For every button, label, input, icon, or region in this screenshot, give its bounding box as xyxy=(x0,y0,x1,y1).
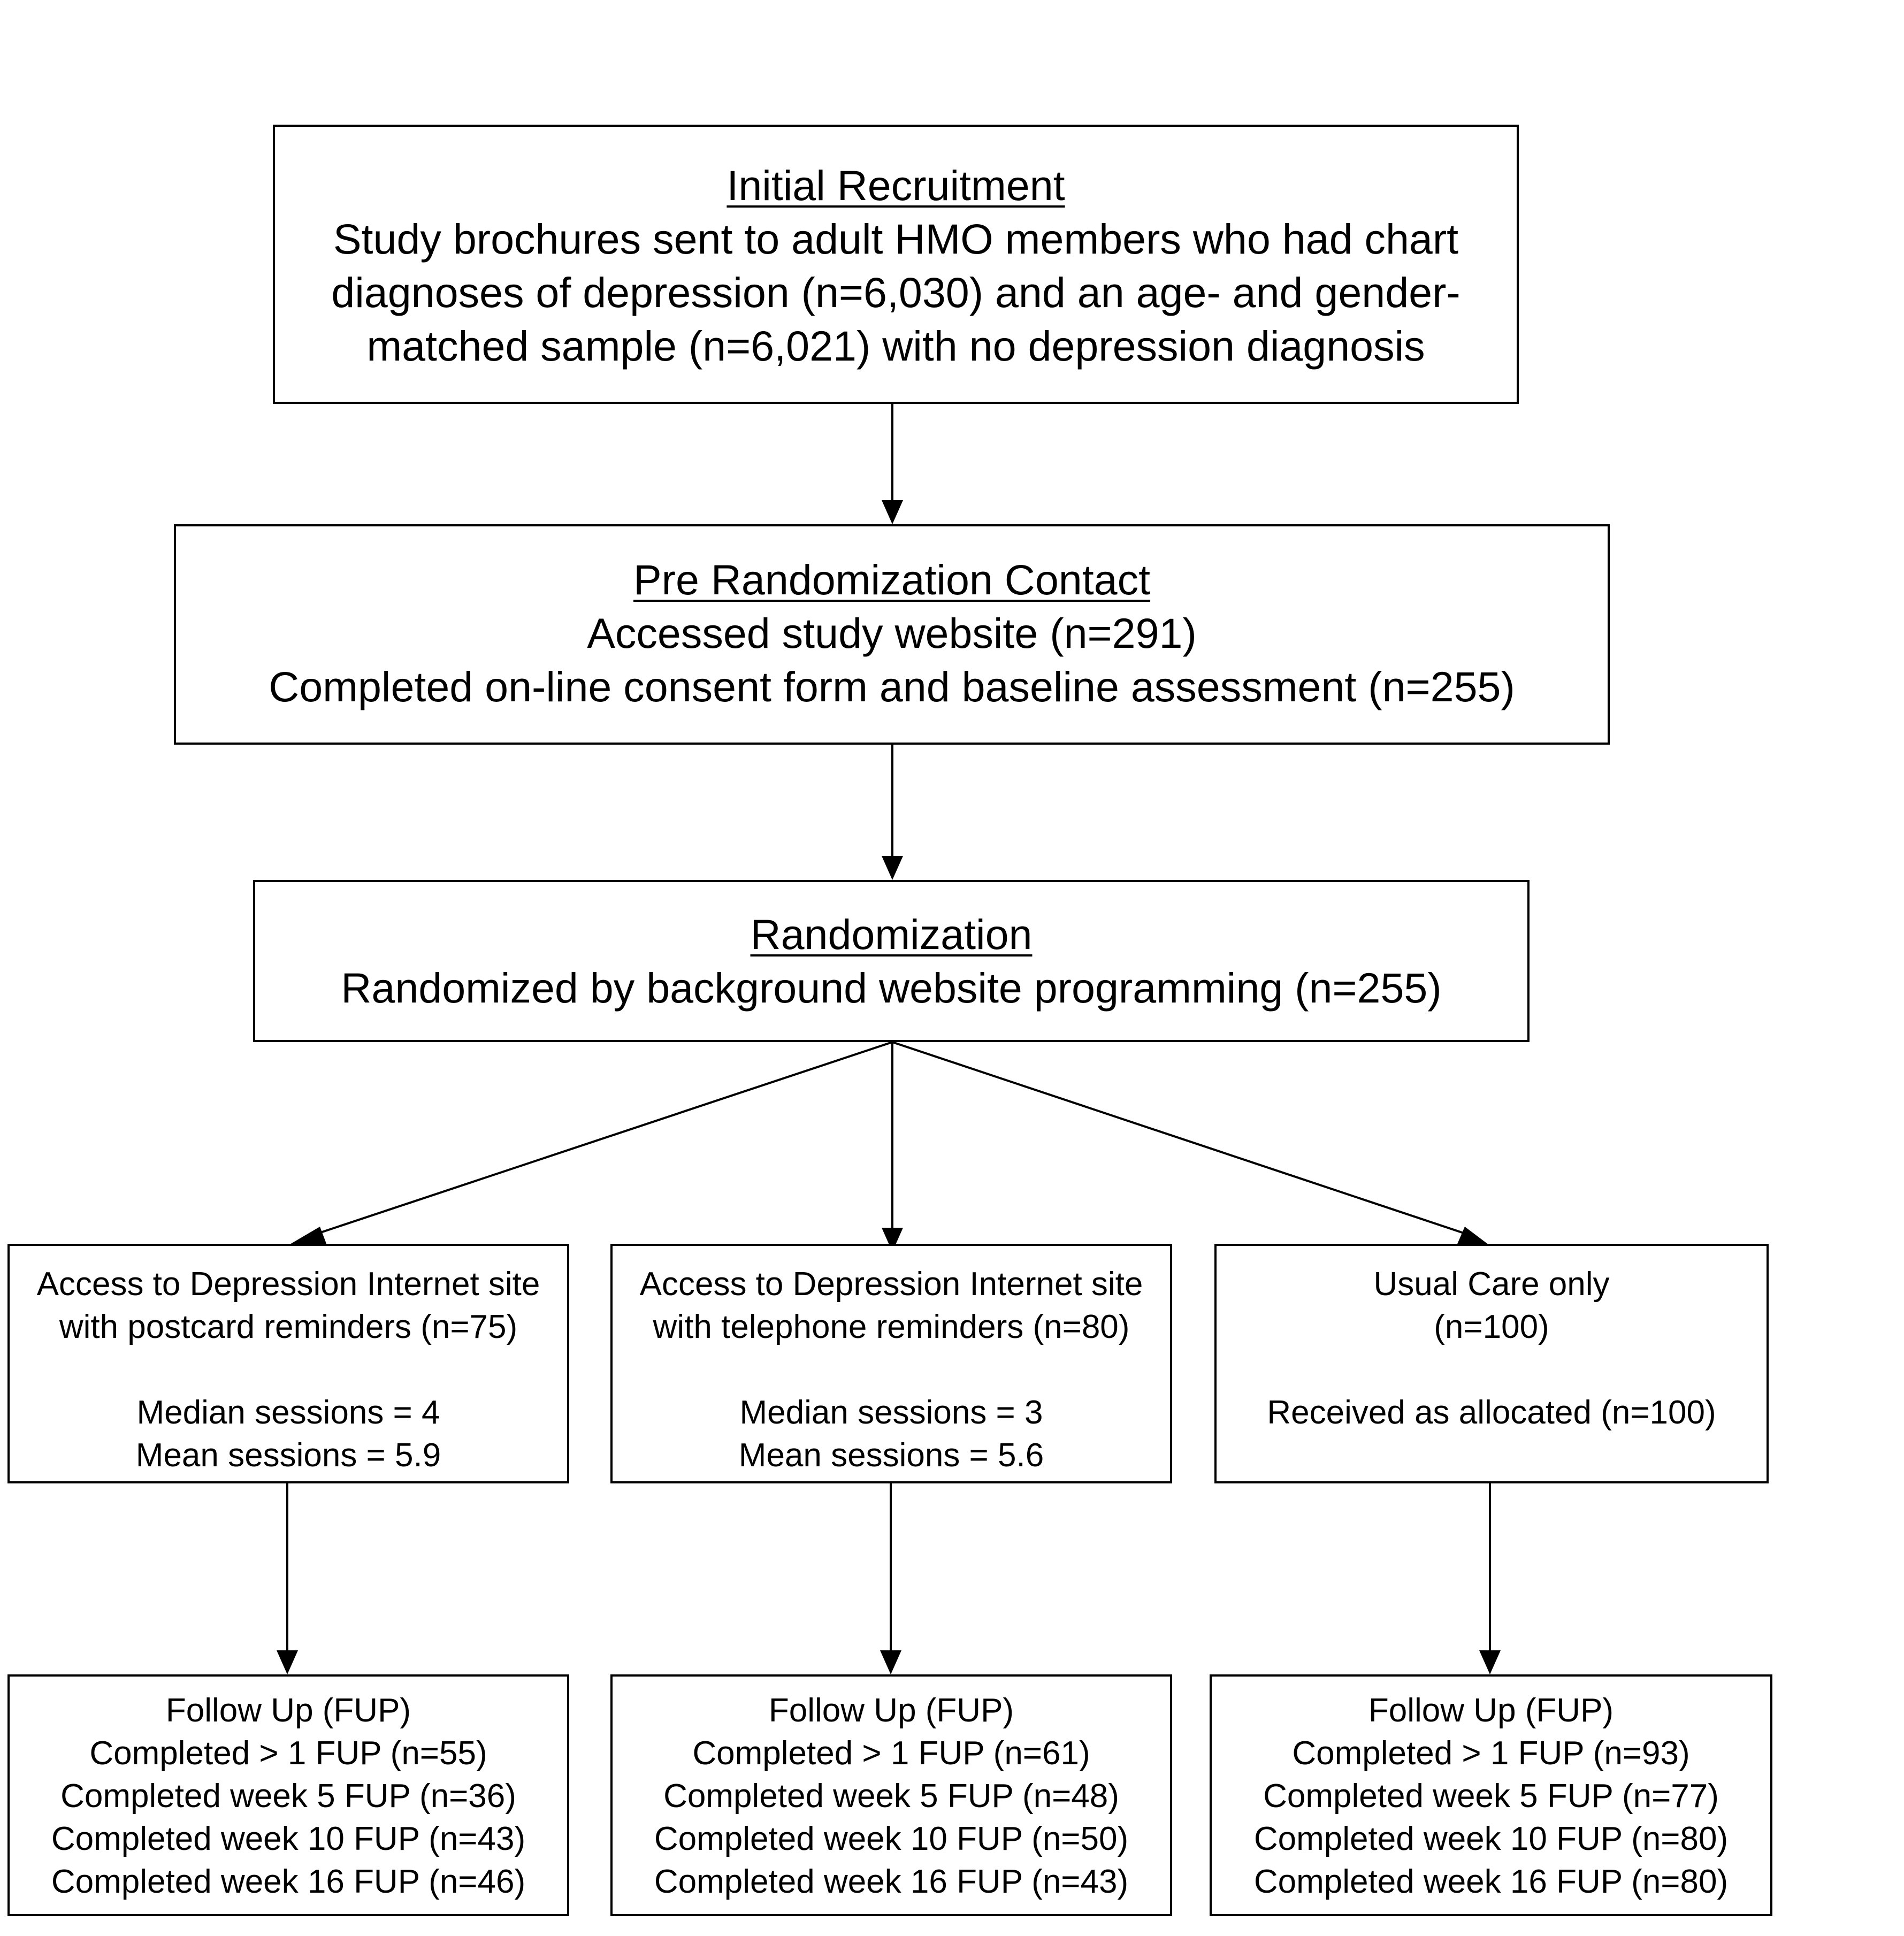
arm-line: (n=100) xyxy=(1434,1308,1549,1345)
arm-box-postcard: Access to Depression Internet site with … xyxy=(7,1244,569,1483)
followup-line: Completed week 16 FUP (n=46) xyxy=(51,1863,526,1900)
arrowhead xyxy=(882,500,903,524)
arm-line: Access to Depression Internet site xyxy=(639,1266,1143,1303)
arm-detail: Mean sessions = 5.6 xyxy=(738,1437,1044,1474)
arm-line: Usual Care only xyxy=(1373,1266,1610,1303)
followup-line: Completed > 1 FUP (n=61) xyxy=(692,1735,1090,1772)
followup-line: Completed > 1 FUP (n=93) xyxy=(1292,1735,1690,1772)
followup-line: Completed week 10 FUP (n=80) xyxy=(1253,1820,1729,1857)
arm-detail: Received as allocated (n=100) xyxy=(1267,1394,1716,1431)
arrowhead xyxy=(1456,1227,1491,1246)
initial-recruitment-line: matched sample (n=6,021) with no depress… xyxy=(366,322,1425,370)
arrowhead xyxy=(286,1227,327,1246)
arrowhead xyxy=(880,1650,901,1674)
arm-box-telephone: Access to Depression Internet site with … xyxy=(610,1244,1172,1483)
arm-detail: Median sessions = 4 xyxy=(136,1394,440,1431)
initial-recruitment-box: Initial Recruitment Study brochures sent… xyxy=(273,125,1519,404)
arrow-randomization-to-arm-3 xyxy=(892,1041,1469,1236)
arrowhead xyxy=(882,856,903,880)
pre-randomization-box: Pre Randomization Contact Accessed study… xyxy=(174,524,1610,745)
arm-detail: Median sessions = 3 xyxy=(739,1394,1043,1431)
initial-recruitment-line: Study brochures sent to adult HMO member… xyxy=(333,215,1459,263)
pre-randomization-heading: Pre Randomization Contact xyxy=(633,556,1151,603)
initial-recruitment-heading: Initial Recruitment xyxy=(727,162,1065,209)
followup-title: Follow Up (FUP) xyxy=(768,1692,1014,1729)
randomization-heading: Randomization xyxy=(750,910,1033,958)
followup-line: Completed week 5 FUP (n=36) xyxy=(60,1778,516,1815)
randomization-line: Randomized by background website program… xyxy=(341,964,1442,1012)
randomization-box: Randomization Randomized by background w… xyxy=(253,880,1530,1042)
arm-line: Access to Depression Internet site xyxy=(36,1266,540,1303)
followup-line: Completed week 10 FUP (n=43) xyxy=(51,1820,526,1857)
arm-line: with postcard reminders (n=75) xyxy=(59,1308,518,1345)
arrowhead xyxy=(277,1650,298,1674)
followup-line: Completed week 5 FUP (n=77) xyxy=(1263,1778,1719,1815)
pre-randomization-line: Accessed study website (n=291) xyxy=(587,609,1197,657)
followup-box-telephone: Follow Up (FUP) Completed > 1 FUP (n=61)… xyxy=(610,1674,1172,1916)
arrowhead xyxy=(882,1228,903,1252)
followup-line: Completed week 10 FUP (n=50) xyxy=(654,1820,1129,1857)
arrow-randomization-to-arm-1 xyxy=(313,1041,893,1236)
followup-title: Follow Up (FUP) xyxy=(1368,1692,1614,1729)
followup-line: Completed week 16 FUP (n=80) xyxy=(1253,1863,1729,1900)
followup-line: Completed week 5 FUP (n=48) xyxy=(663,1778,1119,1815)
arm-detail: Mean sessions = 5.9 xyxy=(135,1437,441,1474)
followup-line: Completed week 16 FUP (n=43) xyxy=(654,1863,1129,1900)
followup-title: Follow Up (FUP) xyxy=(165,1692,411,1729)
initial-recruitment-line: diagnoses of depression (n=6,030) and an… xyxy=(331,269,1461,316)
followup-box-postcard: Follow Up (FUP) Completed > 1 FUP (n=55)… xyxy=(7,1674,569,1916)
arm-box-usual-care: Usual Care only (n=100) Received as allo… xyxy=(1214,1244,1769,1483)
arm-line: with telephone reminders (n=80) xyxy=(653,1308,1130,1345)
pre-randomization-line: Completed on-line consent form and basel… xyxy=(269,663,1515,710)
arrowhead xyxy=(1479,1650,1501,1674)
followup-line: Completed > 1 FUP (n=55) xyxy=(89,1735,487,1772)
followup-box-usual-care: Follow Up (FUP) Completed > 1 FUP (n=93)… xyxy=(1210,1674,1772,1916)
